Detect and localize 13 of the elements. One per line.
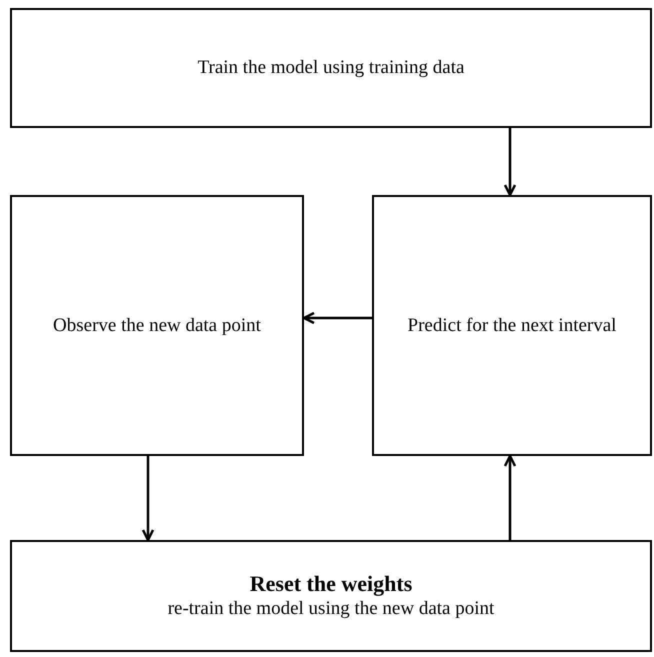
process-box [10, 195, 304, 456]
box-text: Predict for the next interval [408, 314, 616, 338]
process-box [372, 195, 652, 456]
box-heading: Reset the weights [250, 570, 412, 598]
box-text: Observe the new data point [53, 314, 261, 338]
arrow [504, 454, 516, 540]
box-text: re-train the model using the new data point [168, 597, 494, 622]
process-box [10, 8, 652, 128]
process-box [10, 540, 652, 652]
box-text: Train the model using training data [198, 56, 464, 80]
arrow [142, 456, 154, 542]
arrow [302, 312, 372, 324]
arrow [504, 128, 516, 196]
